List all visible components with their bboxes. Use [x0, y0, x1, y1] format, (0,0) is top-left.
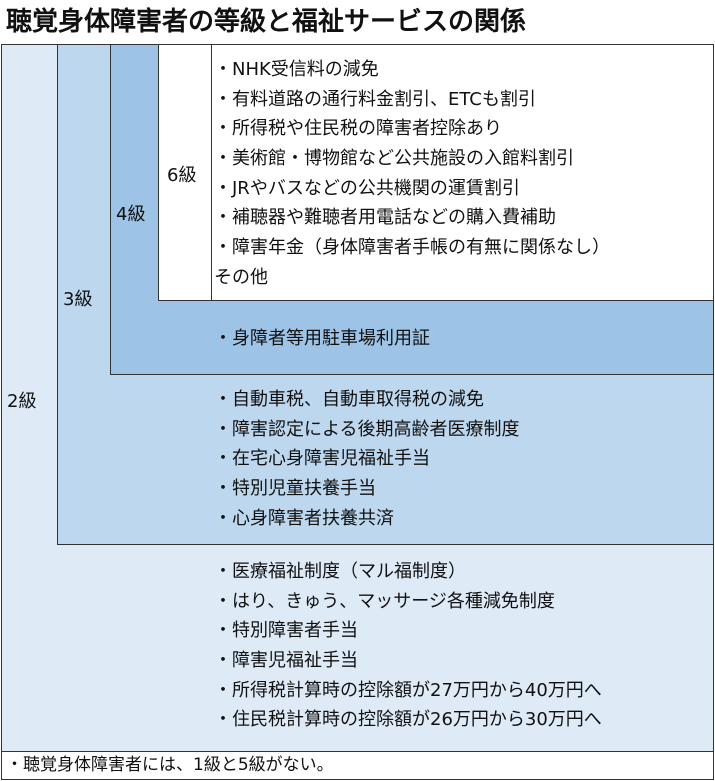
level-6-label: 6級 — [167, 165, 197, 186]
list-item: ・障害認定による後期高齢者医療制度 — [214, 418, 520, 440]
list-item: その他 — [214, 266, 268, 288]
list-item: ・在宅心身障害児福祉手当 — [214, 448, 430, 470]
level-6-box — [158, 44, 714, 301]
list-item: ・障害児福祉手当 — [214, 650, 358, 672]
level-4-label: 4級 — [116, 204, 146, 225]
footnote: ・聴覚身体障害者には、1級と5級がない。 — [1, 752, 714, 780]
list-item: ・身障者等用駐車場利用証 — [214, 328, 430, 349]
list-item: ・補聴器や難聴者用電話などの購入費補助 — [214, 207, 556, 229]
level-6-services: ・NHK受信料の減免 ・有料道路の通行料金割引、ETCも割引 ・所得税や住民税の… — [214, 55, 610, 293]
list-item: ・有料道路の通行料金割引、ETCも割引 — [214, 88, 536, 110]
list-item: ・NHK受信料の減免 — [214, 59, 379, 80]
level-2-services: ・医療福祉制度（マル福制度） ・はり、きゅう、マッサージ各種減免制度 ・特別障害… — [214, 557, 602, 735]
list-item: ・心身障害者扶養共済 — [214, 507, 394, 529]
list-item: ・自動車税、自動車取得税の減免 — [214, 389, 484, 410]
level-4-services: ・身障者等用駐車場利用証 — [214, 324, 430, 354]
list-item: ・障害年金（身体障害者手帳の有無に関係なし） — [214, 237, 610, 259]
level-3-label: 3級 — [63, 289, 93, 310]
list-item: ・JRやバスなどの公共機関の運賃割引 — [214, 177, 520, 199]
level-3-services: ・自動車税、自動車取得税の減免 ・障害認定による後期高齢者医療制度 ・在宅心身障… — [214, 385, 519, 533]
list-item: ・所得税計算時の控除額が27万円から40万円へ — [214, 679, 602, 701]
list-item: ・所得税や住民税の障害者控除あり — [214, 118, 502, 140]
level-6-divider — [211, 45, 212, 300]
list-item: ・特別児童扶養手当 — [214, 478, 376, 500]
level-2-label: 2級 — [7, 391, 37, 412]
list-item: ・美術館・博物館など公共施設の入館料割引 — [214, 148, 574, 170]
page-title: 聴覚身体障害者の等級と福祉サービスの関係 — [6, 7, 527, 37]
list-item: ・医療福祉制度（マル福制度） — [214, 561, 466, 582]
list-item: ・住民税計算時の控除額が26万円から30万円へ — [214, 709, 602, 731]
list-item: ・はり、きゅう、マッサージ各種減免制度 — [214, 590, 555, 612]
list-item: ・特別障害者手当 — [214, 620, 358, 642]
